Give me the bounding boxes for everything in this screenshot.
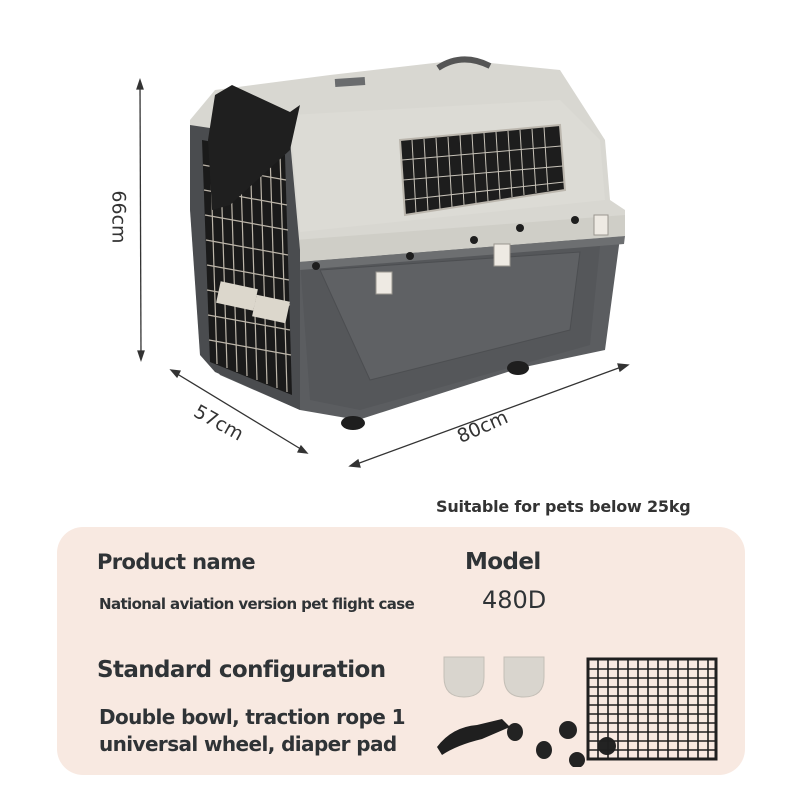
product-name-value: National aviation version pet flight cas… bbox=[99, 595, 415, 613]
pet-carrier-image bbox=[136, 56, 630, 468]
side-vent-grille bbox=[398, 123, 567, 217]
model-label: Model bbox=[465, 549, 541, 575]
traction-rope-icon bbox=[437, 719, 510, 755]
product-name-label: Product name bbox=[97, 550, 256, 574]
product-info-card: Product name Model National aviation ver… bbox=[57, 527, 745, 775]
config-line-1: Double bowl, traction rope 1 bbox=[99, 705, 406, 729]
accessories-image bbox=[437, 656, 718, 767]
height-dimension-label: 66cm bbox=[107, 190, 130, 244]
product-image-area: 66cm 57cm 80cm bbox=[107, 56, 630, 468]
config-line-2: universal wheel, diaper pad bbox=[99, 732, 397, 756]
model-value: 480D bbox=[482, 586, 547, 614]
bowl-icon bbox=[443, 656, 545, 698]
suitability-note: Suitable for pets below 25kg bbox=[436, 497, 691, 516]
standard-configuration-label: Standard configuration bbox=[97, 657, 386, 683]
diaper-pad-grid-icon bbox=[586, 657, 718, 761]
standard-configuration-value: Double bowl, traction rope 1 universal w… bbox=[99, 704, 406, 758]
depth-dimension-arrow bbox=[169, 369, 309, 454]
width-dimension-arrow bbox=[348, 363, 630, 468]
height-dimension-arrow bbox=[136, 77, 145, 363]
